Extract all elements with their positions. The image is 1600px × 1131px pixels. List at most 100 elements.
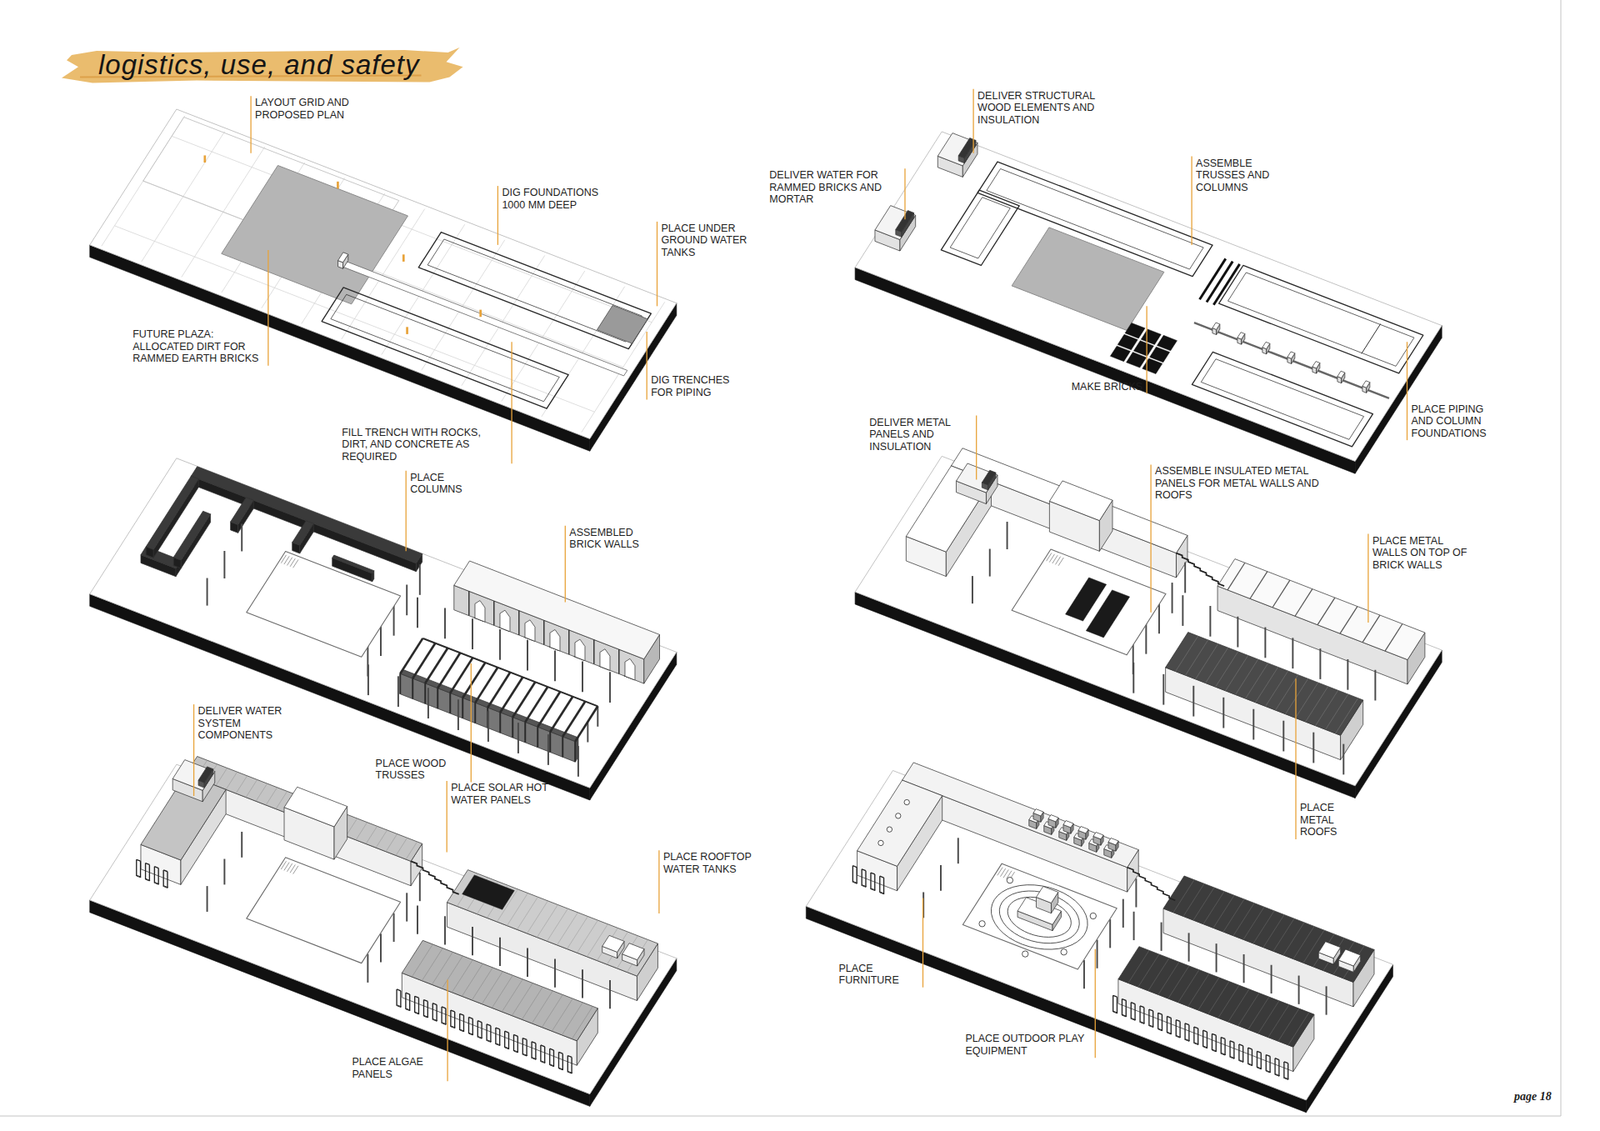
algae-panel bbox=[441, 1006, 446, 1009]
plaza-steps bbox=[1058, 557, 1064, 566]
algae-panel bbox=[414, 995, 415, 1013]
column bbox=[1188, 932, 1190, 961]
roof-frame bbox=[1272, 580, 1290, 608]
callout-label: PLACE SOLAR HOT WATER PANELS bbox=[450, 781, 549, 806]
roof-seam bbox=[1278, 1008, 1300, 1041]
column bbox=[206, 578, 209, 606]
column bbox=[1270, 965, 1273, 994]
leader-line bbox=[1406, 341, 1408, 440]
foundation-trench bbox=[1200, 359, 1364, 440]
algae-panel bbox=[522, 1038, 524, 1055]
roof-seam bbox=[1275, 675, 1299, 710]
play-equipment bbox=[1022, 950, 1029, 957]
algae-panel bbox=[1248, 1047, 1253, 1050]
algae-panel bbox=[1242, 1045, 1244, 1063]
worker-figure bbox=[402, 254, 405, 262]
column bbox=[380, 625, 382, 656]
algae-panel bbox=[540, 1045, 545, 1047]
algae-panel bbox=[1283, 1061, 1285, 1079]
wood-truss bbox=[399, 673, 401, 694]
plaza-steps bbox=[293, 559, 299, 568]
roof-seam bbox=[1195, 643, 1219, 679]
brick-wall-joint bbox=[568, 630, 570, 655]
algae-panel bbox=[1247, 1047, 1249, 1065]
column bbox=[1264, 627, 1266, 659]
algae-panel bbox=[1211, 1033, 1216, 1035]
rooftop-water-tank bbox=[1318, 941, 1340, 959]
plaza bbox=[246, 550, 401, 657]
rammed-earth-brick bbox=[1140, 329, 1161, 345]
column bbox=[1184, 562, 1186, 594]
roof-seam bbox=[375, 830, 388, 848]
metal-wall bbox=[950, 448, 1188, 554]
truck-cab bbox=[981, 470, 996, 485]
algae-panel bbox=[485, 1024, 487, 1041]
algae-panel bbox=[550, 1048, 555, 1050]
wood-truss bbox=[549, 731, 551, 752]
column bbox=[1162, 674, 1165, 705]
algae-panel bbox=[463, 1015, 465, 1032]
column bbox=[240, 523, 243, 551]
roof-seam bbox=[576, 920, 598, 953]
column bbox=[1181, 595, 1184, 626]
algae-panel bbox=[423, 1000, 425, 1017]
roof-seam bbox=[536, 905, 558, 938]
column-foundation bbox=[1362, 380, 1370, 388]
algae-panel bbox=[1215, 1035, 1217, 1052]
roof-seam bbox=[365, 825, 378, 844]
algae-panel bbox=[1130, 1002, 1135, 1005]
algae-panel bbox=[460, 1013, 465, 1015]
algae-panel bbox=[395, 989, 397, 1006]
plaza-area bbox=[1011, 227, 1165, 331]
algae-panel bbox=[423, 1000, 428, 1002]
algae-panel bbox=[1287, 1063, 1289, 1080]
roof-seam bbox=[431, 951, 453, 985]
roof-seam bbox=[551, 998, 573, 1031]
column bbox=[1132, 662, 1135, 694]
rooftop-water-tank bbox=[622, 943, 645, 960]
column bbox=[1312, 732, 1315, 764]
algae-panel bbox=[1157, 1012, 1159, 1030]
algae-panel bbox=[1260, 1052, 1262, 1070]
algae-panel bbox=[1224, 1038, 1225, 1055]
worker-figure bbox=[405, 326, 409, 335]
callout-label: DELIVER WATER FOR RAMMED BRICKS AND MORT… bbox=[769, 169, 901, 206]
algae-panel bbox=[562, 1053, 564, 1070]
leader-line bbox=[658, 850, 660, 914]
roof-seam bbox=[1185, 640, 1209, 675]
foundation-trench bbox=[950, 197, 1010, 259]
algae-panel bbox=[1121, 999, 1123, 1016]
roof-seam bbox=[1208, 981, 1230, 1015]
algae-panel bbox=[486, 1024, 491, 1026]
roof-seam bbox=[411, 944, 433, 977]
column bbox=[1236, 616, 1239, 648]
furniture bbox=[1078, 826, 1089, 834]
roof-seam bbox=[1193, 887, 1215, 920]
column bbox=[1374, 670, 1376, 701]
brick-wall-joint bbox=[518, 610, 520, 635]
brick-wall-joint bbox=[543, 620, 545, 645]
water-tank bbox=[596, 305, 648, 344]
plaza bbox=[246, 857, 401, 964]
play-track bbox=[999, 890, 1080, 944]
algae-panel bbox=[513, 1034, 518, 1036]
algae-panel bbox=[396, 989, 401, 991]
callout-label: PLACE PIPING AND COLUMN FOUNDATIONS bbox=[1411, 403, 1498, 440]
algae-panel bbox=[427, 1000, 429, 1018]
metal-wall bbox=[284, 786, 348, 827]
truss-element bbox=[1213, 264, 1240, 305]
algae-panel bbox=[1184, 1023, 1185, 1040]
algae-panel bbox=[549, 1048, 550, 1065]
leader-line bbox=[446, 780, 448, 852]
roof-seam bbox=[461, 963, 483, 996]
wood-truss bbox=[436, 688, 439, 709]
arch-opening bbox=[575, 639, 585, 661]
roof-seam bbox=[1183, 883, 1205, 916]
roof-seam bbox=[1178, 970, 1200, 1003]
worker-figure bbox=[203, 155, 206, 163]
roof-seam bbox=[1138, 954, 1160, 987]
roof-seam bbox=[1285, 678, 1309, 714]
metal-roof bbox=[1118, 946, 1315, 1048]
algae-panel bbox=[1175, 1020, 1180, 1022]
algae-panel bbox=[1134, 1004, 1135, 1021]
